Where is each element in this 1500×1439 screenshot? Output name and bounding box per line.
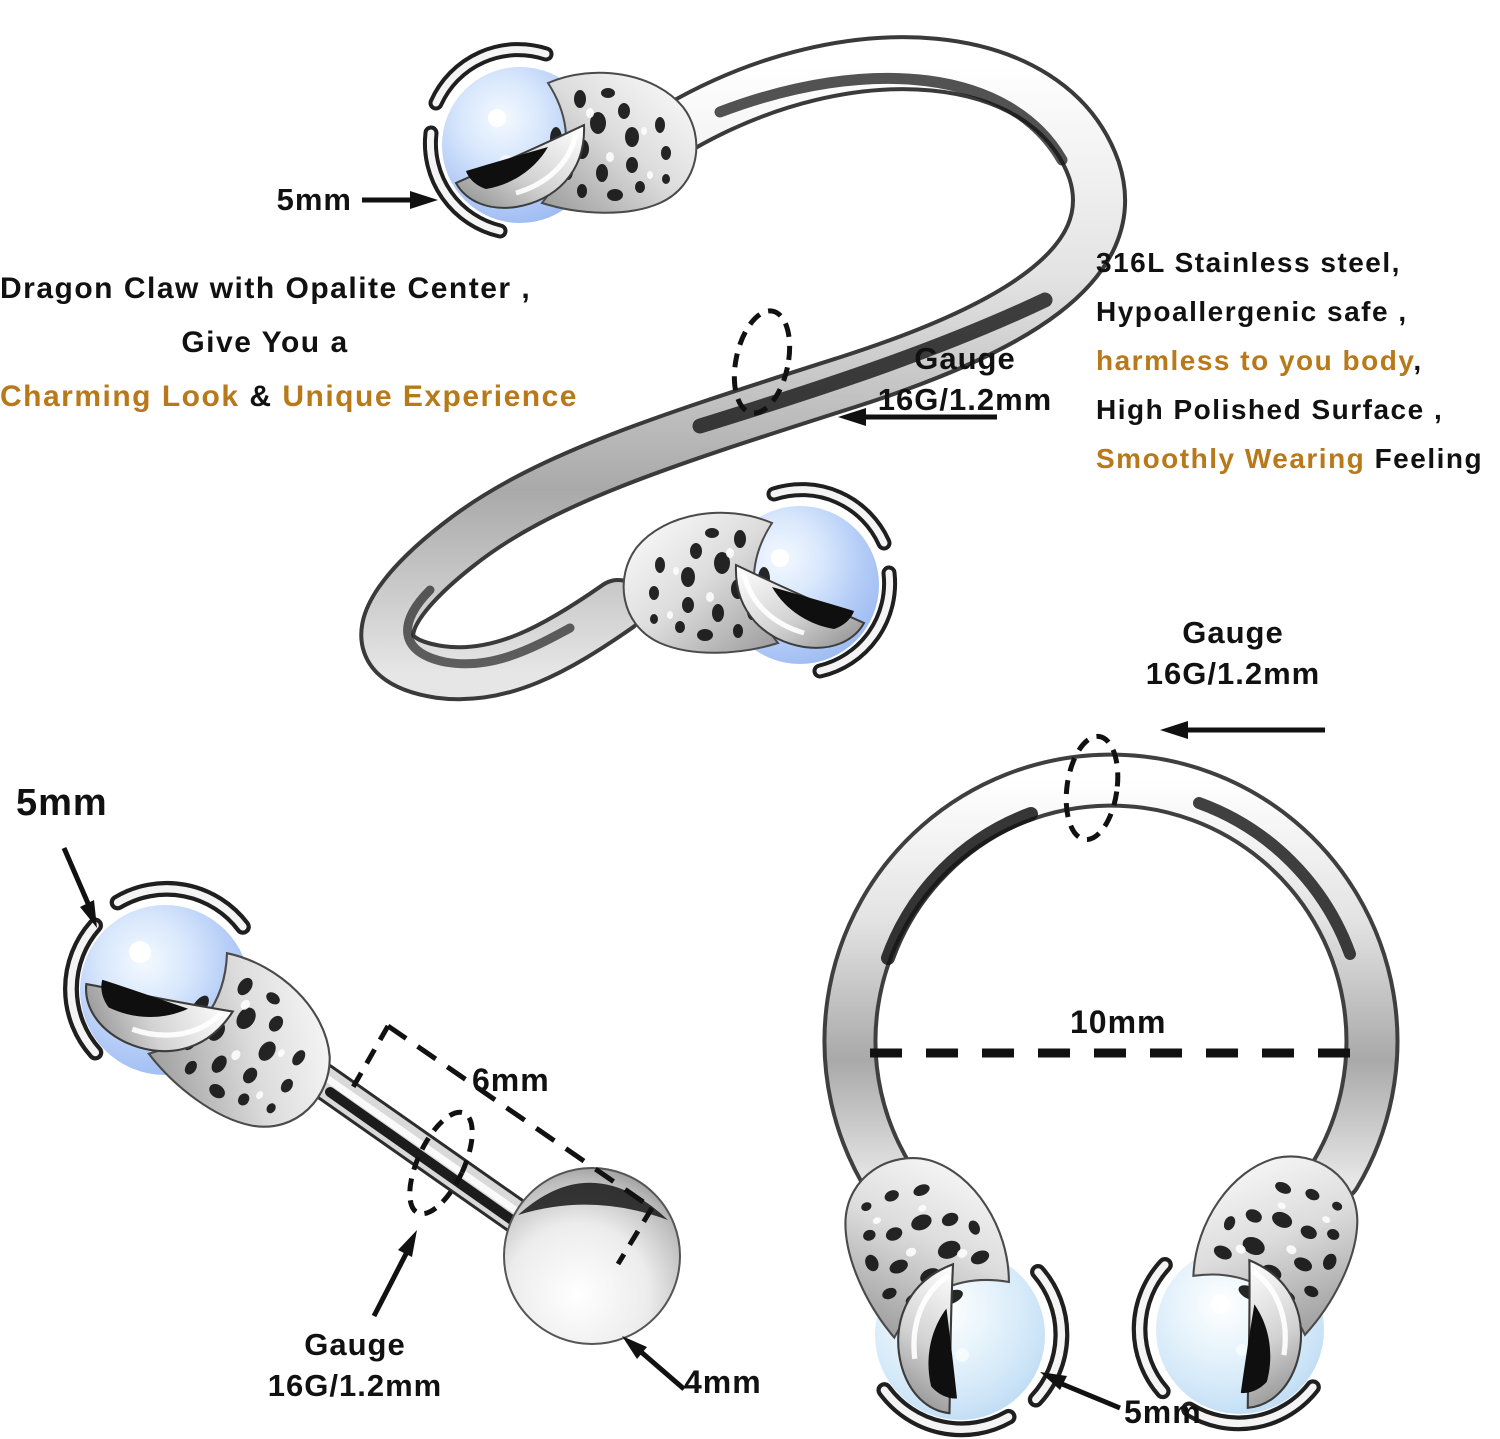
bar-length-end-right	[615, 1206, 655, 1266]
arrow-gauge-spiral	[838, 408, 866, 426]
copy-right-line1: 316L Stainless steel,	[1096, 247, 1401, 278]
dimension-label-bar-length: 6mm	[472, 1062, 550, 1098]
arrow-5mm-stud	[80, 900, 97, 928]
copy-right-line4: High Polished Surface ,	[1096, 394, 1444, 425]
dimension-label-spiral-ball: 5mm	[276, 182, 352, 217]
marketing-copy-left: Dragon Claw with Opalite Center , Give Y…	[0, 262, 578, 424]
copy-right-line3: harmless to you body,	[1096, 345, 1423, 376]
bar-length-line	[386, 1023, 654, 1211]
arrow-gauge-horseshoe	[1160, 721, 1188, 739]
arrow-gauge-stud	[398, 1230, 417, 1257]
bar-length-end-left	[349, 1024, 391, 1091]
dimension-label-inner-diameter: 10mm	[1070, 1004, 1167, 1040]
copy-right-line2: Hypoallergenic safe ,	[1096, 296, 1408, 327]
copy-left-line1: Dragon Claw with Opalite Center ,	[0, 272, 532, 305]
gauge-label-spiral: Gauge 16G/1.2mm	[877, 341, 1053, 417]
dimension-label-stud-ball: 5mm	[16, 782, 108, 824]
gauge-ellipse-horseshoe	[1063, 733, 1121, 843]
horseshoe-circular-barbell	[803, 752, 1400, 1439]
gauge-label-stud: Gauge 16G/1.2mm	[267, 1327, 443, 1403]
steel-ball	[503, 1167, 681, 1345]
gauge-ellipse-stud	[407, 1109, 475, 1217]
cartilage-stud-barbell	[35, 853, 681, 1345]
copy-left-line3: Charming Look & Unique Experience	[0, 380, 578, 413]
measurement-annotations	[349, 308, 1365, 1266]
arrow-5mm-horseshoe	[1040, 1372, 1067, 1390]
arrow-4mm	[622, 1336, 647, 1359]
dimension-label-end-ball: 4mm	[684, 1364, 762, 1400]
dimension-arrows	[61, 191, 1325, 1411]
gauge-ellipse-spiral	[731, 308, 793, 416]
material-copy-right: 316L Stainless steel, Hypoallergenic saf…	[1096, 238, 1500, 483]
copy-left-line2: Give You a	[181, 326, 349, 359]
arrow-5mm-top	[410, 191, 438, 209]
gauge-label-horseshoe: Gauge 16G/1.2mm	[1145, 615, 1321, 691]
dragon-claw	[803, 1123, 1090, 1439]
dimension-label-horseshoe-ball: 5mm	[1124, 1394, 1202, 1430]
copy-right-line5: Smoothly Wearing Feeling	[1096, 443, 1484, 474]
